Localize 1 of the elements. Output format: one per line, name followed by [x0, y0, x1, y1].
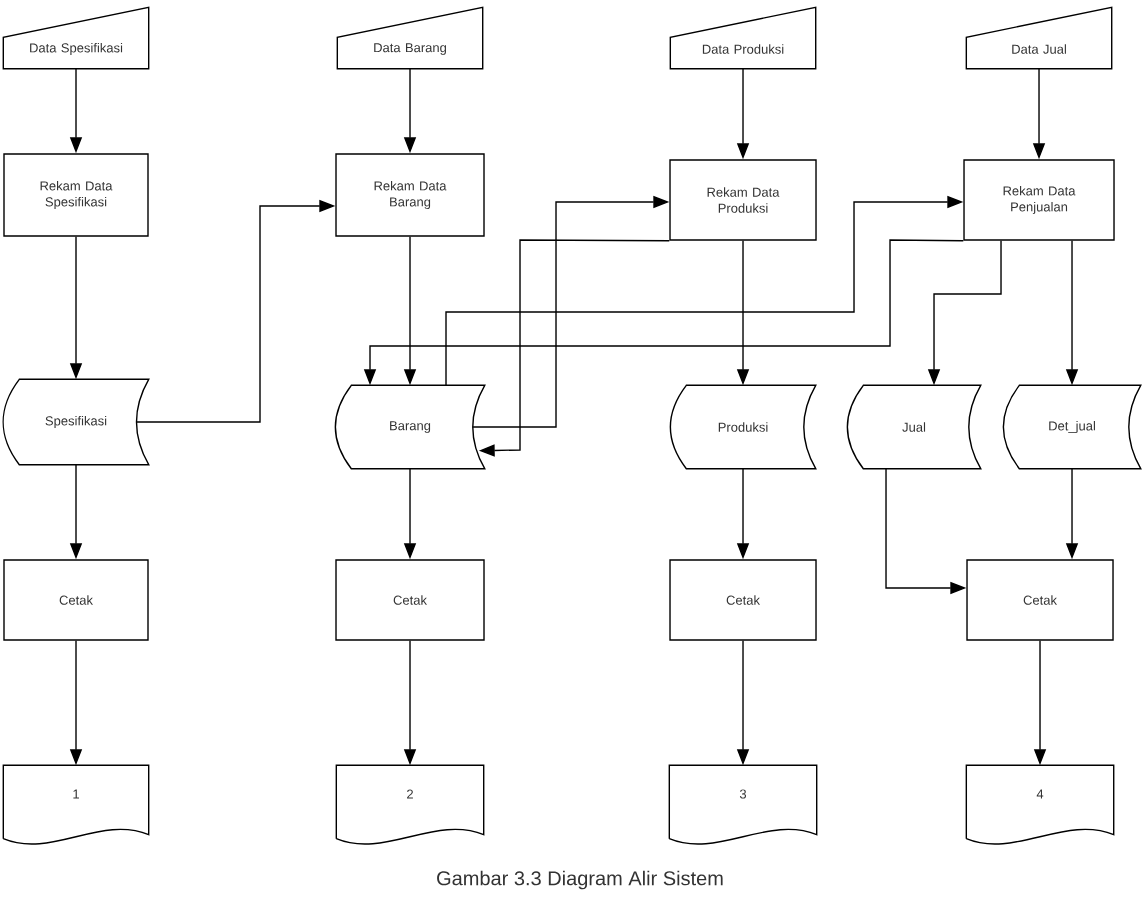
caption: Gambar 3.3 Diagram Alir Sistem	[437, 870, 723, 890]
